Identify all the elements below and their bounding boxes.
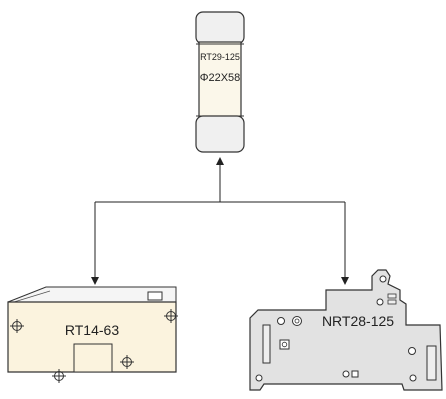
rt14-front-panel: [7, 301, 177, 373]
nrt28-left-slot: [262, 324, 271, 364]
holder-nrt28-125: NRT28-125: [249, 269, 443, 391]
holder-rt14-63: RT14-63: [7, 286, 178, 383]
rt14-mount-hole-icon: [120, 355, 134, 369]
rt14-mount-hole-icon: [164, 309, 178, 323]
fuse-link: RT29-125 Φ22X58: [195, 11, 245, 153]
fuse-body: [198, 41, 242, 119]
fuse-top-cap: [195, 11, 245, 45]
rt14-mount-hole-icon: [10, 319, 24, 333]
fuse-bottom-cap: [195, 115, 245, 153]
rt14-mount-hole-icon: [52, 369, 66, 383]
fuse-model-label: RT29-125: [200, 52, 240, 62]
nrt28-right-slot: [426, 345, 437, 381]
rt14-label: RT14-63: [65, 322, 119, 338]
connector-lines: [91, 157, 349, 285]
fuse-size-label: Φ22X58: [200, 72, 241, 84]
rt14-indicator-window: [147, 291, 163, 301]
rt14-terminal-slot: [73, 343, 113, 373]
nrt28-label: NRT28-125: [322, 313, 394, 329]
